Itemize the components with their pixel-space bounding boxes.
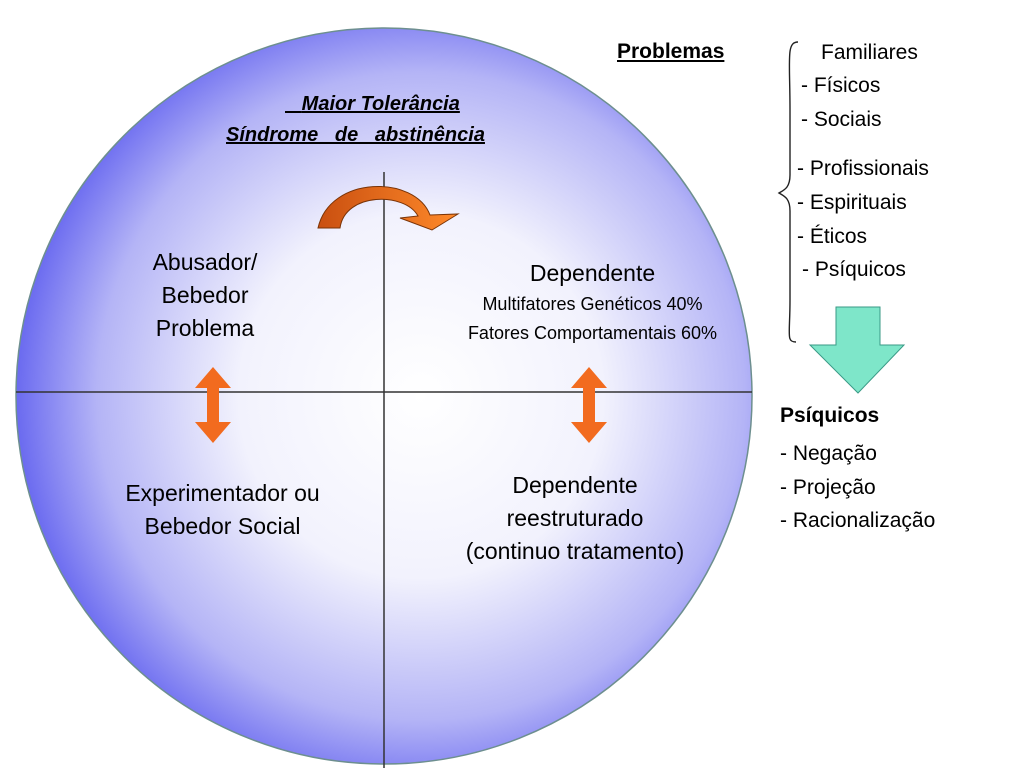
psiquicos-item-racionalizacao: - Racionalização xyxy=(780,509,936,532)
quadrant-tr-line: Multifatores Genéticos 40% xyxy=(482,294,703,314)
quadrant-top-right: Dependente Multifatores Genéticos 40% Fa… xyxy=(420,257,765,348)
problemas-item-eticos: - Éticos xyxy=(797,225,868,248)
quadrant-bottom-left: Experimentador ou Bebedor Social xyxy=(90,477,355,543)
quadrant-tr-heading: Dependente xyxy=(529,260,656,286)
quadrant-br-line: reestruturado xyxy=(506,505,644,531)
down-arrow-icon xyxy=(808,306,906,394)
psiquicos-item-negacao: - Negação xyxy=(780,442,877,465)
quadrant-tr-line: Fatores Comportamentais 60% xyxy=(467,323,718,343)
quadrant-tl-line: Problema xyxy=(155,315,255,341)
quadrant-br-line: (continuo tratamento) xyxy=(465,538,685,564)
quadrant-bottom-right: Dependente reestruturado (continuo trata… xyxy=(430,469,720,568)
brace-icon xyxy=(777,41,799,343)
psiquicos-item-projecao: - Projeção xyxy=(780,476,876,499)
quadrant-tl-line: Bebedor xyxy=(161,282,249,308)
problemas-item-profissionais: - Profissionais xyxy=(797,157,929,180)
title-maior-tolerancia: Maior Tolerância xyxy=(285,93,460,116)
problemas-item-familiares: Familiares xyxy=(821,41,918,64)
quadrant-bl-line: Bebedor Social xyxy=(144,513,301,539)
problemas-item-fisicos: - Físicos xyxy=(801,74,881,97)
quadrant-br-line: Dependente xyxy=(512,472,638,498)
quadrant-tl-line: Abusador/ xyxy=(152,249,258,275)
double-arrow-right-icon xyxy=(571,367,607,443)
title-line1-text: Maior Tolerância xyxy=(301,93,460,115)
problemas-item-sociais: - Sociais xyxy=(801,108,882,131)
problemas-item-psiquicos: - Psíquicos xyxy=(802,258,906,281)
quadrant-bl-line: Experimentador ou xyxy=(125,480,320,506)
problemas-item-espirituais: - Espirituais xyxy=(797,191,907,214)
curved-arrow-icon xyxy=(317,186,460,231)
title-sindrome-abstinencia: Síndrome de abstinência xyxy=(226,124,485,147)
quadrant-top-left: Abusador/ Bebedor Problema xyxy=(110,246,300,345)
psiquicos-heading: Psíquicos xyxy=(780,404,880,427)
double-arrow-left-icon xyxy=(195,367,231,443)
problemas-heading: Problemas xyxy=(617,40,725,63)
title-line2-text: Síndrome de abstinência xyxy=(226,124,485,146)
